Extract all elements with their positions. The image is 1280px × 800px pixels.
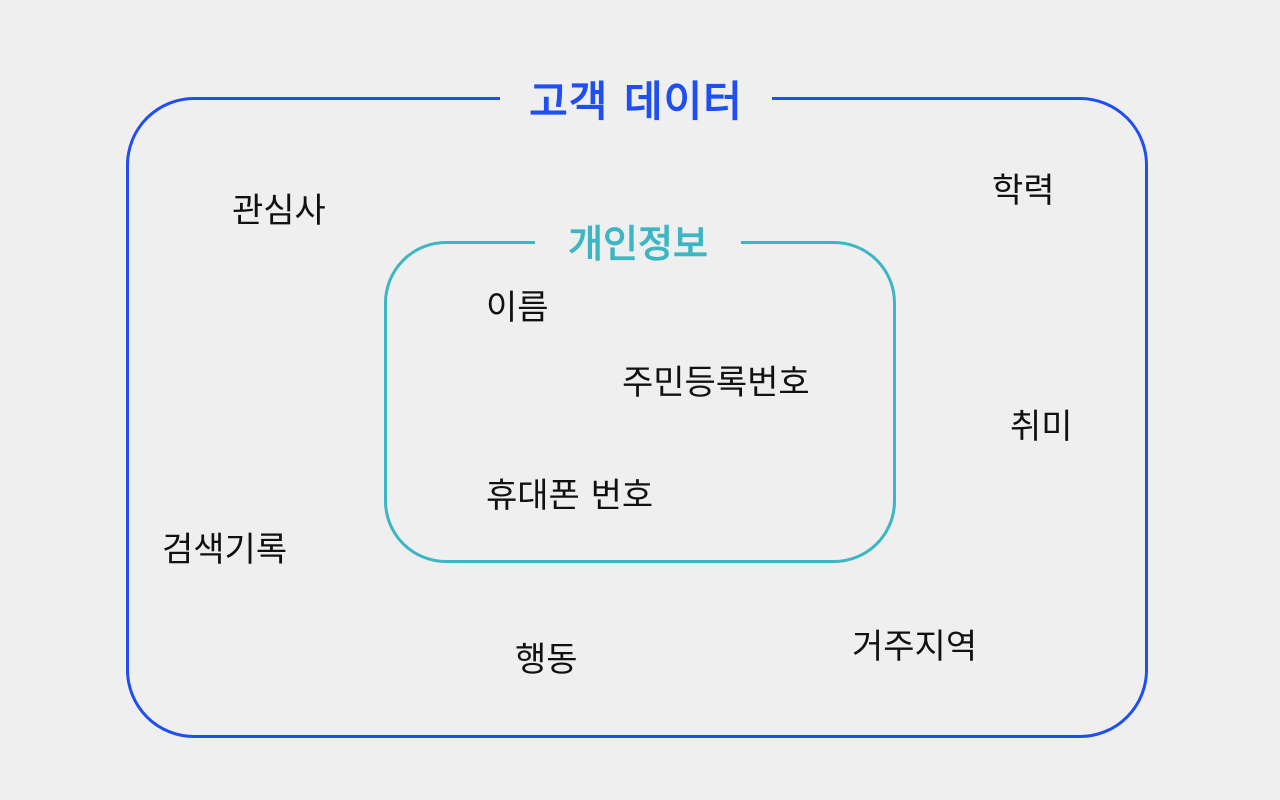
item-behavior: 행동 (515, 640, 578, 680)
item-education: 학력 (992, 171, 1055, 211)
customer-data-title: 고객 데이터 (500, 72, 772, 132)
item-interests: 관심사 (232, 191, 326, 231)
item-phone-number: 휴대폰 번호 (486, 476, 654, 516)
item-resident-number: 주민등록번호 (622, 363, 810, 403)
item-hobby: 취미 (1010, 407, 1073, 447)
personal-info-title: 개인정보 (535, 218, 741, 270)
item-search-history: 검색기록 (162, 530, 288, 570)
item-residence-area: 거주지역 (852, 627, 978, 667)
item-name: 이름 (486, 288, 549, 328)
